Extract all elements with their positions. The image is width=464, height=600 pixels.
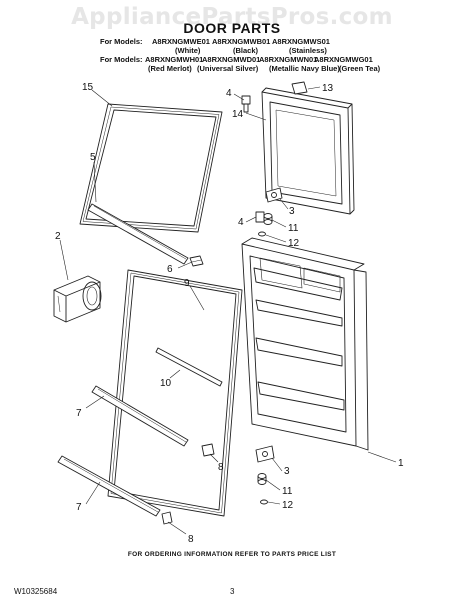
callout-8-lower: 8 xyxy=(188,534,194,545)
callout-7-upper: 7 xyxy=(76,408,82,419)
callout-3-lower: 3 xyxy=(284,466,290,477)
callout-1: 1 xyxy=(398,458,404,469)
callout-13: 13 xyxy=(322,83,334,94)
door-shelf-bar-lower xyxy=(57,455,161,517)
hinge-washer-upper xyxy=(258,231,266,237)
callout-10: 10 xyxy=(160,378,172,389)
callout-12-upper: 12 xyxy=(288,238,300,249)
color-metallic-navy-blue: (Metallic Navy Blue) xyxy=(269,64,340,73)
callout-4-upper: 4 xyxy=(226,88,232,99)
hinge-lower xyxy=(255,445,275,463)
model-a8rxngmwe01: A8RXNGMWE01 xyxy=(152,37,210,46)
shelf-clip-lower xyxy=(161,511,173,525)
color-black: (Black) xyxy=(233,46,259,55)
callout-4-middle: 4 xyxy=(238,217,244,228)
callout-2: 2 xyxy=(55,231,61,242)
door-shelf-bar-upper xyxy=(91,385,189,447)
leader-lines xyxy=(59,86,397,535)
model-a8rxngmwn01: A8RXNGMWN01 xyxy=(259,55,318,64)
model-badge xyxy=(291,81,308,95)
shelf-clip-upper xyxy=(189,255,204,267)
callout-9: 9 xyxy=(184,278,190,289)
freezer-door xyxy=(261,87,355,215)
callout-11-lower: 11 xyxy=(282,486,293,497)
callout-12-lower: 12 xyxy=(282,500,294,511)
model-a8rxngmwd01: A8RXNGMWD01 xyxy=(202,55,261,64)
callout-15: 15 xyxy=(82,82,94,93)
models-row2-prefix: For Models: xyxy=(100,55,143,64)
retainer-strip xyxy=(155,347,223,387)
model-a8rxngmwg01: A8RXNGMWG01 xyxy=(314,55,373,64)
page-number: 3 xyxy=(230,587,235,596)
models-row1-prefix: For Models: xyxy=(100,37,143,46)
model-a8rxngmws01: A8RXNGMWS01 xyxy=(272,37,330,46)
callout-8-middle: 8 xyxy=(218,462,224,473)
callout-5: 5 xyxy=(90,152,96,163)
door-stop-middle xyxy=(255,211,265,223)
callout-3-upper: 3 xyxy=(289,206,295,217)
door-stop-upper xyxy=(241,95,251,113)
watermark: AppliancePartsPros.com xyxy=(71,4,393,30)
hinge-washer-lower xyxy=(260,499,268,505)
fresh-food-door xyxy=(241,237,369,451)
model-a8rxngmwh01: A8RXNGMWH01 xyxy=(145,55,204,64)
page-title: DOOR PARTS xyxy=(183,20,281,36)
fresh-food-door-gasket xyxy=(107,269,243,517)
butter-compartment xyxy=(53,275,102,323)
callout-7-lower: 7 xyxy=(76,502,82,513)
model-a8rxngmwb01: A8RXNGMWB01 xyxy=(212,37,271,46)
callout-6: 6 xyxy=(167,264,173,275)
hinge-upper xyxy=(265,187,283,203)
callout-11-upper: 11 xyxy=(288,223,299,234)
freezer-trim-strip xyxy=(87,203,189,265)
color-universal-silver: (Universal Silver) xyxy=(197,64,259,73)
hinge-bushing-lower xyxy=(257,473,267,485)
color-white: (White) xyxy=(175,46,201,55)
callout-14: 14 xyxy=(232,109,244,120)
shelf-clip-middle xyxy=(201,443,215,457)
color-stainless: (Stainless) xyxy=(289,46,327,55)
ordering-note: FOR ORDERING INFORMATION REFER TO PARTS … xyxy=(127,551,337,558)
document-part-number: W10325684 xyxy=(14,587,58,596)
color-green-tea: (Green Tea) xyxy=(339,64,381,73)
hinge-bushing-upper xyxy=(263,213,273,225)
color-red-merlot: (Red Merlot) xyxy=(148,64,192,73)
